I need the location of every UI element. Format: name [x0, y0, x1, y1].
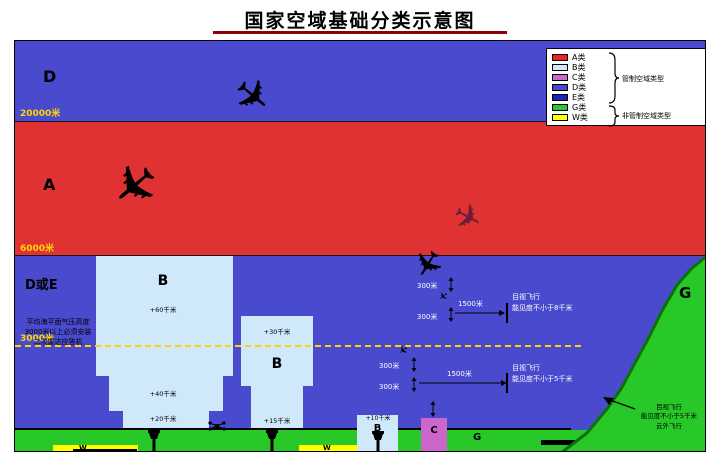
- legend-item-w: W类: [552, 112, 588, 122]
- vfr8-distance-end-bar: [506, 303, 508, 323]
- legend-label-b: B类: [572, 62, 586, 72]
- vfr5-vertical-arrow-top-icon: [411, 357, 417, 372]
- vfr5-visibility-note: 目视飞行 能见度不小于5千米: [512, 363, 572, 384]
- class-w-mid-label: W: [323, 444, 331, 452]
- transponder-note-line2: 3000米以上必须安装: [24, 328, 92, 337]
- class-a-airspace-layer: [15, 121, 705, 256]
- class-d-or-e-label: D或E: [25, 278, 58, 293]
- class-c-height-arrow-icon: [430, 401, 436, 417]
- class-w-strip-mid: [299, 445, 363, 451]
- class-b-region2-width-bottom: +15千米: [263, 417, 291, 425]
- vfr5-300m-top-label: 300米: [379, 362, 400, 370]
- terrain-vfr-line2: 能见度不小于5千米: [640, 412, 698, 421]
- terrain-vfr-line1: 目视飞行: [656, 403, 682, 411]
- legend-swatch-g: [552, 104, 568, 111]
- class-d-upper-label: D: [43, 67, 57, 86]
- airliner-class-d-icon: ✈: [221, 65, 283, 129]
- ground-line: [15, 428, 571, 430]
- class-b-region1-tier3: [123, 411, 209, 430]
- class-b-region1-label: B: [157, 273, 169, 289]
- class-g-mountain-label: G: [679, 284, 692, 302]
- class-c-region: [421, 418, 447, 451]
- control-tower-icon: [372, 431, 384, 451]
- title-underline: [213, 31, 507, 34]
- control-tower-icon: [266, 430, 278, 451]
- class-b-region2-label: B: [271, 356, 283, 372]
- vfr8-vertical-arrow-bottom-icon: [448, 307, 454, 322]
- vfr8-1500m-label: 1500米: [458, 300, 483, 308]
- legend-swatch-e: [552, 94, 568, 101]
- terrain-pointer-arrow-icon: [603, 397, 636, 410]
- legend-label-d: D类: [572, 82, 587, 92]
- class-b-region1-tier1: [96, 256, 233, 376]
- vfr5-300m-bottom-label: 300米: [379, 383, 400, 391]
- vfr5-vertical-arrow-bottom-icon: [411, 377, 417, 392]
- terrain-vfr-line3: 云外飞行: [656, 421, 682, 430]
- legend-label-a: A类: [572, 52, 586, 62]
- vfr8-300m-bottom-label: 300米: [417, 313, 438, 321]
- legend-group-uncontrolled: 非管制空域类型: [622, 112, 671, 120]
- legend-item-d: D类: [552, 82, 588, 92]
- legend-swatch-w: [552, 114, 568, 121]
- class-w-left-label: W: [79, 444, 87, 452]
- transponder-requirement-note: 平均海平面气压高度 3000米以上必须安装 二次雷达应答机: [17, 317, 99, 347]
- class-c-label: C: [430, 425, 438, 436]
- class-b-region3-width: +10千米: [365, 415, 391, 422]
- vfr8-note-line2: 能见度不小于8千米: [512, 303, 573, 312]
- legend-label-e: E类: [572, 92, 586, 102]
- terrain-vfr-note: 目视飞行 能见度不小于5千米 云外飞行: [631, 403, 705, 431]
- drone-icon: [208, 421, 226, 431]
- class-b-region1-tier2: [109, 376, 223, 411]
- runway-left: [73, 449, 137, 451]
- vfr8-note-line1: 目视飞行: [512, 293, 540, 301]
- class-b-region1-width-mid: +40千米: [149, 390, 177, 398]
- legend-label-w: W类: [572, 112, 588, 122]
- vfr8-vertical-arrow-top-icon: [448, 277, 454, 292]
- vfr8-visibility-note: 目视飞行 能见度不小于8千米: [512, 292, 572, 313]
- class-b-region3-label: B: [373, 423, 382, 434]
- altitude-3000m-dashed-line: [15, 345, 581, 347]
- class-g-ground-label: G: [473, 432, 482, 443]
- control-tower-icon: [148, 430, 160, 451]
- vfr5-note-line1: 目视飞行: [512, 364, 540, 372]
- legend-swatch-c: [552, 74, 568, 81]
- vfr5-1500m-label: 1500米: [447, 370, 472, 378]
- vfr5-horizontal-arrow-icon: [419, 380, 507, 386]
- legend-group-controlled: 管制空域类型: [622, 75, 664, 83]
- vfr8-horizontal-arrow-icon: [455, 310, 505, 316]
- legend-swatch-a: [552, 54, 568, 61]
- legend-swatch-b: [552, 64, 568, 71]
- legend-item-c: C类: [552, 72, 588, 82]
- legend-label-c: C类: [572, 72, 586, 82]
- vfr5-note-line2: 能见度不小于5千米: [512, 374, 573, 383]
- legend: A类 B类 C类 D类 E类: [546, 48, 705, 127]
- legend-item-g: G类: [552, 102, 588, 112]
- class-b-region1-width-top: +60千米: [149, 306, 177, 314]
- airspace-diagram: 20000米 6000米 3000米 120米 D A D或E 平均海平面气压高…: [14, 40, 706, 452]
- legend-item-a: A类: [552, 52, 588, 62]
- page-title: 国家空域基础分类示意图: [244, 11, 476, 32]
- transponder-note-line3: 二次雷达应答机: [33, 338, 83, 347]
- legend-brace-controlled-icon: [608, 52, 619, 104]
- transponder-note-line1: 平均海平面气压高度: [26, 318, 90, 326]
- legend-brace-uncontrolled-icon: [608, 105, 619, 127]
- class-b-region2-tier2: [251, 386, 303, 430]
- legend-item-b: B类: [552, 62, 588, 72]
- legend-rows: A类 B类 C类 D类 E类: [552, 52, 588, 124]
- legend-label-g: G类: [572, 102, 587, 112]
- legend-item-e: E类: [552, 92, 588, 102]
- class-b-region2-tier1: [241, 316, 313, 386]
- terrain-mountain: [561, 256, 705, 451]
- altitude-label-3000m: 3000米: [20, 334, 55, 344]
- runway-right: [541, 440, 601, 445]
- class-b-region1-width-bottom: +20千米: [149, 415, 177, 423]
- vfr8-300m-top-label: 300米: [417, 282, 438, 290]
- legend-swatch-d: [552, 84, 568, 91]
- altitude-label-20000m: 20000米: [20, 109, 61, 119]
- class-a-label: A: [43, 175, 56, 194]
- class-w-strip-left: [53, 445, 138, 451]
- altitude-label-6000m: 6000米: [20, 244, 55, 254]
- vfr5-distance-end-bar: [506, 373, 508, 393]
- class-b-region2-width-top: +30千米: [263, 328, 291, 336]
